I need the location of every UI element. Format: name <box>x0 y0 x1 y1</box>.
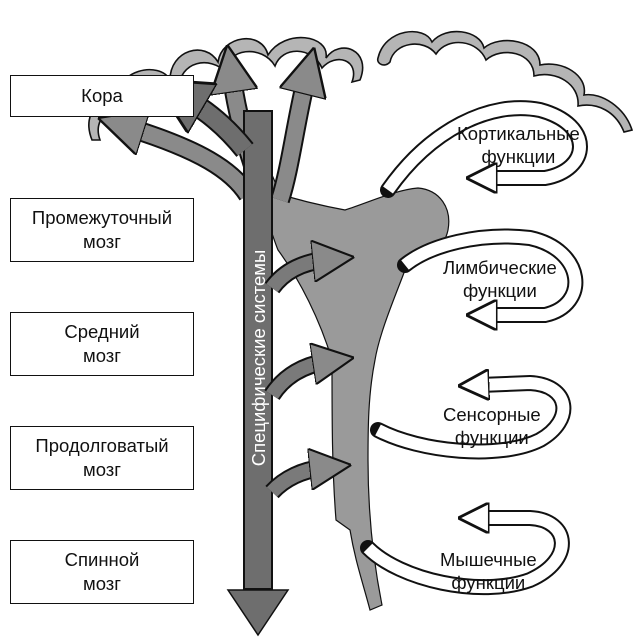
function-label-muscular: Мышечные функции <box>440 548 537 594</box>
level-box-spinal-cord: Спинной мозг <box>10 540 194 604</box>
level-box-medulla: Продолговатый мозг <box>10 426 194 490</box>
level-label: Средний <box>64 320 139 344</box>
level-label: Кора <box>81 84 123 108</box>
level-box-diencephalon: Промежуточный мозг <box>10 198 194 262</box>
level-label: мозг <box>83 230 121 254</box>
specific-systems-label: Специфические системы <box>246 228 272 488</box>
level-label: мозг <box>83 344 121 368</box>
function-label-sensory: Сенсорные функции <box>443 403 541 449</box>
level-box-midbrain: Средний мозг <box>10 312 194 376</box>
level-label: Промежуточный <box>32 206 172 230</box>
level-label: Спинной <box>65 548 140 572</box>
level-box-cortex: Кора <box>10 75 194 117</box>
function-label-limbic: Лимбические функции <box>443 256 557 302</box>
level-label: мозг <box>83 458 121 482</box>
level-label: Продолговатый <box>35 434 168 458</box>
level-label: мозг <box>83 572 121 596</box>
function-label-cortical: Кортикальные функции <box>457 122 580 168</box>
function-loop-arrows <box>368 108 580 587</box>
arrowhead-down <box>228 590 288 635</box>
